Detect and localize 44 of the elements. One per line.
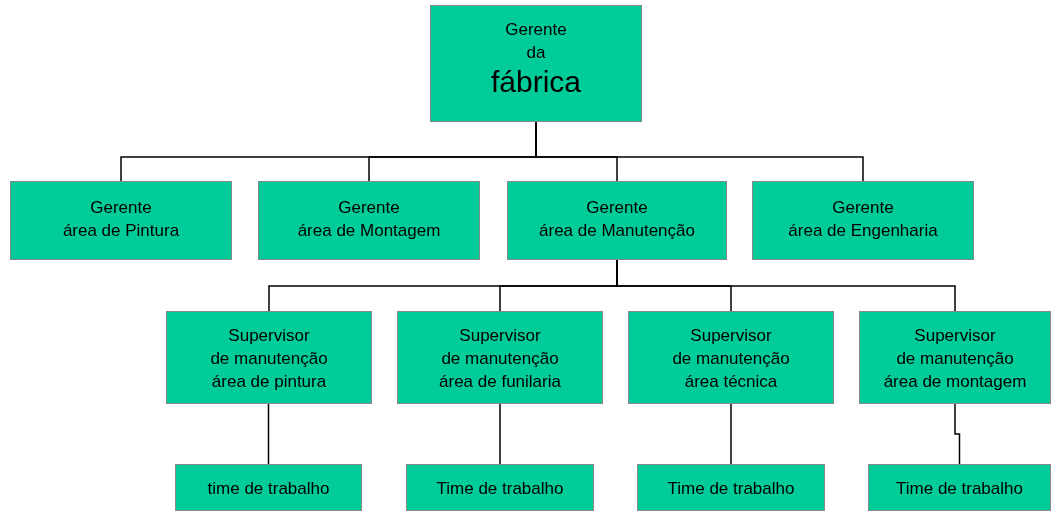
box-text: área de montagem <box>883 371 1027 393</box>
box-text: Gerente <box>832 197 894 219</box>
box-text: Supervisor <box>914 325 996 347</box>
box-text: área de funilaria <box>439 371 561 393</box>
box-text: de manutenção <box>441 348 559 370</box>
org-box <box>628 311 834 404</box>
org-box <box>430 5 642 122</box>
box-text: de manutenção <box>672 348 790 370</box>
org-box <box>406 464 594 511</box>
org-box <box>868 464 1051 511</box>
box-text: área de Montagem <box>297 220 441 242</box>
box-text: Supervisor <box>459 325 541 347</box>
org-box <box>507 181 727 260</box>
org-box <box>752 181 974 260</box>
org-box <box>175 464 362 511</box>
box-text: Time de trabalho <box>436 478 564 500</box>
box-text: área de pintura <box>211 371 327 393</box>
connector-line <box>499 403 501 465</box>
box-text: área de Pintura <box>62 220 180 242</box>
box-text: Gerente <box>586 197 648 219</box>
org-box <box>166 311 372 404</box>
org-box <box>859 311 1051 404</box>
box-text: de manutenção <box>210 348 328 370</box>
box-text: de manutenção <box>896 348 1014 370</box>
box-text: área técnica <box>684 371 778 393</box>
org-box <box>10 181 232 260</box>
org-box <box>397 311 603 404</box>
box-text: Supervisor <box>690 325 772 347</box>
box-text: Gerente <box>338 197 400 219</box>
box-text: Gerente <box>90 197 152 219</box>
org-box <box>637 464 825 511</box>
box-text: área de Manutenção <box>539 220 695 242</box>
box-text: Supervisor <box>228 325 310 347</box>
org-box <box>258 181 480 260</box>
box-text: área de Engenharia <box>788 220 938 242</box>
box-text: da <box>526 42 546 64</box>
connector-line <box>954 403 961 465</box>
box-text: Time de trabalho <box>896 478 1023 500</box>
box-text: time de trabalho <box>207 478 330 500</box>
connector-line <box>730 403 732 465</box>
box-text: fábrica <box>490 64 581 100</box>
connector-line <box>267 403 270 465</box>
box-text: Time de trabalho <box>667 478 795 500</box>
box-text: Gerente <box>505 19 567 41</box>
